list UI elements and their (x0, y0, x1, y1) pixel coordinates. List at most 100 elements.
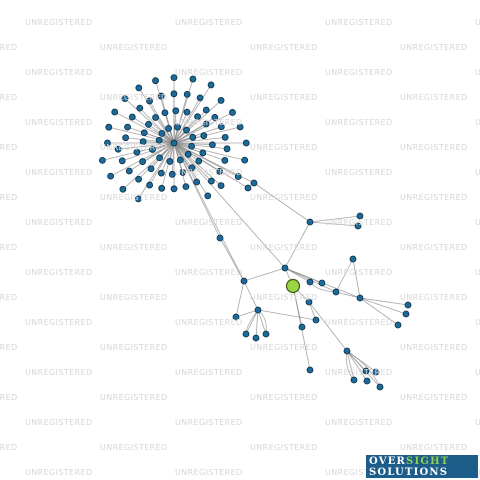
graph-node[interactable] (146, 181, 154, 189)
graph-node[interactable] (194, 113, 201, 120)
graph-node[interactable] (189, 133, 197, 141)
graph-node[interactable] (184, 150, 192, 158)
graph-node[interactable] (354, 222, 362, 230)
graph-node[interactable] (158, 184, 166, 192)
graph-node[interactable] (349, 255, 357, 263)
graph-node[interactable] (128, 113, 136, 121)
graph-node[interactable] (332, 288, 340, 296)
graph-node[interactable] (157, 169, 165, 177)
graph-node[interactable] (183, 108, 191, 116)
hub-node[interactable] (170, 139, 178, 147)
graph-node[interactable] (217, 123, 225, 131)
graph-node[interactable] (242, 330, 250, 338)
graph-node[interactable] (135, 84, 143, 92)
graph-node[interactable] (216, 168, 223, 175)
graph-node[interactable] (188, 164, 196, 172)
graph-node[interactable] (170, 90, 178, 98)
graph-node[interactable] (318, 279, 326, 287)
graph-node[interactable] (146, 97, 153, 105)
graph-node[interactable] (221, 157, 229, 164)
graph-node[interactable] (306, 366, 314, 374)
graph-node[interactable] (98, 156, 106, 164)
graph-node[interactable] (182, 183, 190, 191)
graph-node[interactable] (207, 177, 215, 185)
focus-node[interactable] (285, 278, 301, 294)
graph-node[interactable] (135, 175, 142, 183)
graph-node[interactable] (262, 330, 270, 338)
graph-node[interactable] (208, 141, 216, 149)
graph-node[interactable] (172, 107, 180, 115)
graph-node[interactable] (174, 123, 181, 131)
graph-node[interactable] (234, 173, 242, 180)
graph-node[interactable] (170, 74, 178, 82)
graph-node[interactable] (350, 376, 358, 384)
graph-node[interactable] (242, 139, 250, 147)
graph-node[interactable] (156, 154, 164, 162)
graph-node[interactable] (211, 114, 219, 121)
graph-node[interactable] (362, 367, 370, 375)
graph-node[interactable] (189, 75, 197, 83)
graph-node[interactable] (306, 278, 314, 286)
graph-node[interactable] (241, 156, 249, 164)
graph-node[interactable] (204, 192, 212, 200)
graph-node[interactable] (147, 165, 155, 173)
graph-node[interactable] (372, 368, 380, 376)
graph-node[interactable] (223, 145, 231, 153)
graph-node[interactable] (356, 212, 364, 220)
graph-node[interactable] (124, 123, 131, 131)
graph-node[interactable] (281, 264, 289, 272)
graph-node[interactable] (306, 218, 314, 226)
graph-node[interactable] (139, 138, 147, 146)
graph-node[interactable] (111, 108, 119, 116)
graph-node[interactable] (402, 310, 410, 318)
graph-node[interactable] (298, 323, 306, 331)
graph-node[interactable] (183, 126, 190, 134)
graph-node[interactable] (356, 294, 364, 302)
graph-node[interactable] (157, 92, 165, 100)
graph-node[interactable] (229, 109, 236, 116)
graph-node[interactable] (166, 158, 174, 165)
graph-node[interactable] (122, 134, 130, 142)
graph-node[interactable] (183, 90, 191, 98)
graph-node[interactable] (240, 277, 248, 285)
graph-node[interactable] (105, 123, 113, 131)
graph-node[interactable] (145, 121, 152, 128)
graph-node[interactable] (168, 170, 176, 178)
graph-node[interactable] (232, 313, 240, 321)
graph-node[interactable] (107, 172, 115, 180)
graph-node[interactable] (207, 81, 215, 89)
graph-node[interactable] (404, 301, 412, 309)
graph-node[interactable] (195, 157, 203, 165)
graph-node[interactable] (244, 184, 252, 192)
graph-node[interactable] (193, 178, 201, 186)
graph-node[interactable] (119, 185, 127, 193)
graph-node[interactable] (155, 136, 163, 144)
graph-node[interactable] (152, 77, 159, 85)
graph-node[interactable] (121, 95, 129, 102)
graph-node[interactable] (188, 142, 195, 150)
graph-node[interactable] (254, 306, 262, 314)
graph-node[interactable] (221, 133, 229, 141)
graph-node[interactable] (252, 334, 260, 342)
graph-node[interactable] (196, 94, 204, 102)
graph-node[interactable] (140, 129, 148, 137)
graph-node[interactable] (217, 182, 225, 189)
graph-node[interactable] (118, 157, 126, 165)
graph-node[interactable] (199, 149, 207, 157)
graph-node[interactable] (343, 347, 351, 355)
graph-node[interactable] (134, 195, 142, 203)
graph-node[interactable] (200, 132, 208, 140)
graph-node[interactable] (176, 156, 184, 164)
graph-node[interactable] (161, 109, 169, 117)
graph-node[interactable] (394, 321, 402, 329)
graph-node[interactable] (114, 145, 122, 153)
graph-node[interactable] (158, 129, 166, 137)
graph-node[interactable] (363, 377, 371, 385)
graph-node[interactable] (165, 125, 172, 132)
graph-node[interactable] (104, 139, 111, 147)
graph-node[interactable] (139, 158, 147, 165)
graph-node[interactable] (149, 146, 156, 153)
graph-node[interactable] (305, 298, 313, 306)
graph-node[interactable] (179, 169, 187, 176)
graph-node[interactable] (136, 104, 144, 112)
